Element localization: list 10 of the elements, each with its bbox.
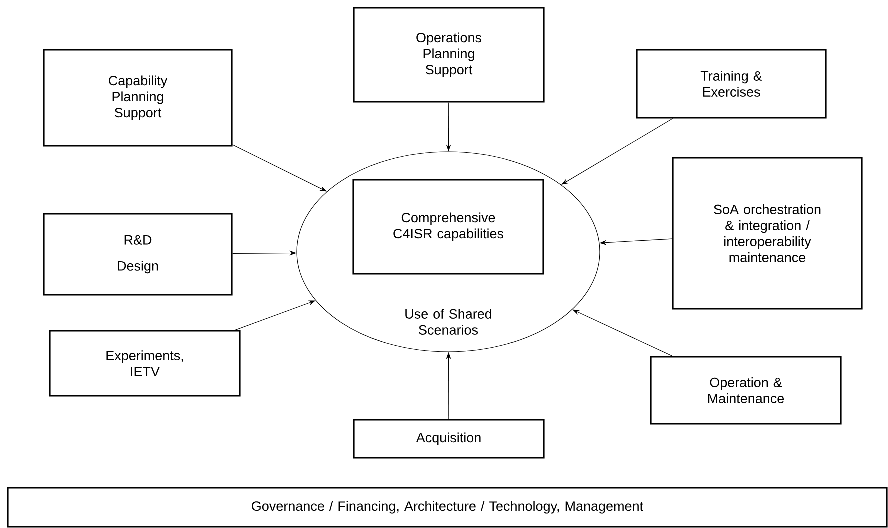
text-box: Capability Planning Support (43, 49, 233, 147)
text-box: R&D Design (43, 213, 233, 296)
text-box: Experiments, IETV (49, 330, 241, 397)
text-box: Operations Planning Support (353, 7, 545, 103)
text-box: Operation & Maintenance (650, 356, 842, 425)
text-box: Training & Exercises (636, 49, 827, 119)
text-box: Governance / Financing, Architecture / Technology, Management (7, 487, 888, 528)
text-box: Comprehensive C4ISR capabilities (352, 179, 544, 275)
text-box: Acquisition (353, 419, 545, 459)
text-box: SoA orchestration & integration / interoperability maintenance (672, 157, 863, 310)
